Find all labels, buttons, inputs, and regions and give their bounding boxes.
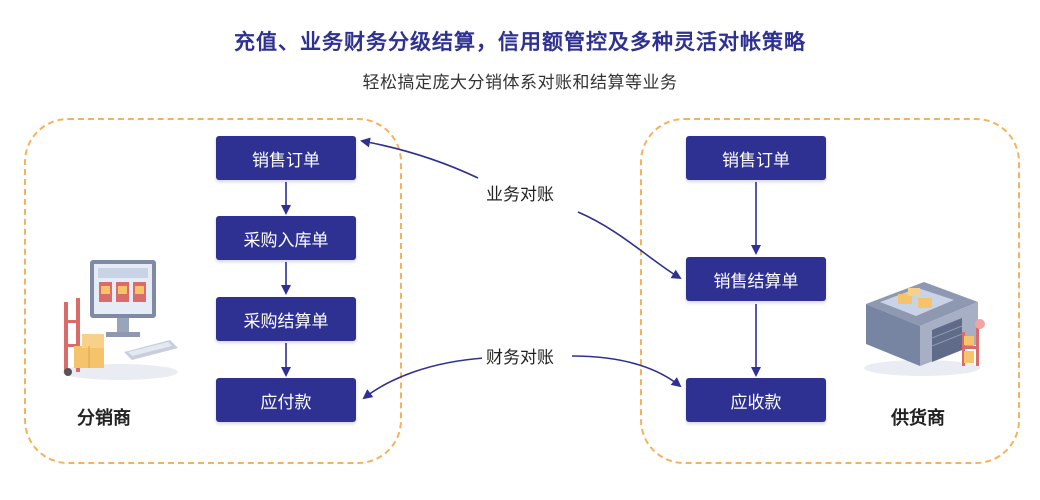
finance-curve-to-right [571, 355, 682, 388]
distributor-label: 分销商 [77, 408, 131, 429]
supplier-step-sales-order: 销售订单 [686, 136, 826, 180]
page-subtitle: 轻松搞定庞大分销体系对账和结算等业务 [362, 73, 678, 93]
finance-curve-to-left [362, 357, 485, 400]
distributor-region [24, 118, 402, 464]
page-title: 充值、业务财务分级结算，信用额管控及多种灵活对帐策略 [234, 30, 806, 54]
business-reconciliation-label: 业务对账 [482, 180, 558, 205]
distributor-step-sales-order: 销售订单 [216, 136, 356, 180]
finance-reconciliation-label: 财务对账 [482, 343, 558, 368]
supplier-step-sales-settlement: 销售结算单 [686, 257, 826, 301]
business-curve-to-left [360, 137, 479, 179]
supplier-region [640, 118, 1020, 464]
distributor-step-purchase-receipt: 采购入库单 [216, 216, 356, 260]
computer-shop-icon [62, 260, 178, 380]
supplier-step-receivable: 应收款 [686, 378, 826, 422]
distributor-step-purchase-settlement: 采购结算单 [216, 297, 356, 341]
warehouse-icon [864, 282, 985, 376]
distributor-step-payable: 应付款 [216, 378, 356, 422]
business-curve-to-right [577, 211, 682, 280]
supplier-label: 供货商 [891, 408, 945, 429]
